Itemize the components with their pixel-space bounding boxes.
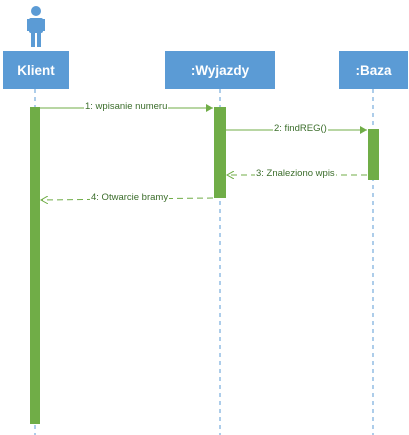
message-arrow-4 xyxy=(41,198,214,200)
participant-klient[interactable]: Klient xyxy=(3,51,69,89)
message-label-1: 1: wpisanie numeru xyxy=(84,101,169,113)
participant-wyjazdy-label: :Wyjazdy xyxy=(190,62,250,78)
participant-baza-label: :Baza xyxy=(355,62,392,78)
message-label-2: 2: findREG() xyxy=(273,123,328,135)
person-icon xyxy=(27,6,45,47)
message-label-4: 4: Otwarcie bramy xyxy=(90,192,170,204)
participant-klient-label: Klient xyxy=(17,62,55,78)
participant-wyjazdy[interactable]: :Wyjazdy xyxy=(165,51,275,89)
activation-klient xyxy=(30,107,40,424)
activation-wyjazdy xyxy=(214,107,226,198)
activation-baza xyxy=(368,129,379,180)
participant-baza[interactable]: :Baza xyxy=(339,51,408,89)
message-label-3: 3: Znaleziono wpis xyxy=(255,168,336,180)
